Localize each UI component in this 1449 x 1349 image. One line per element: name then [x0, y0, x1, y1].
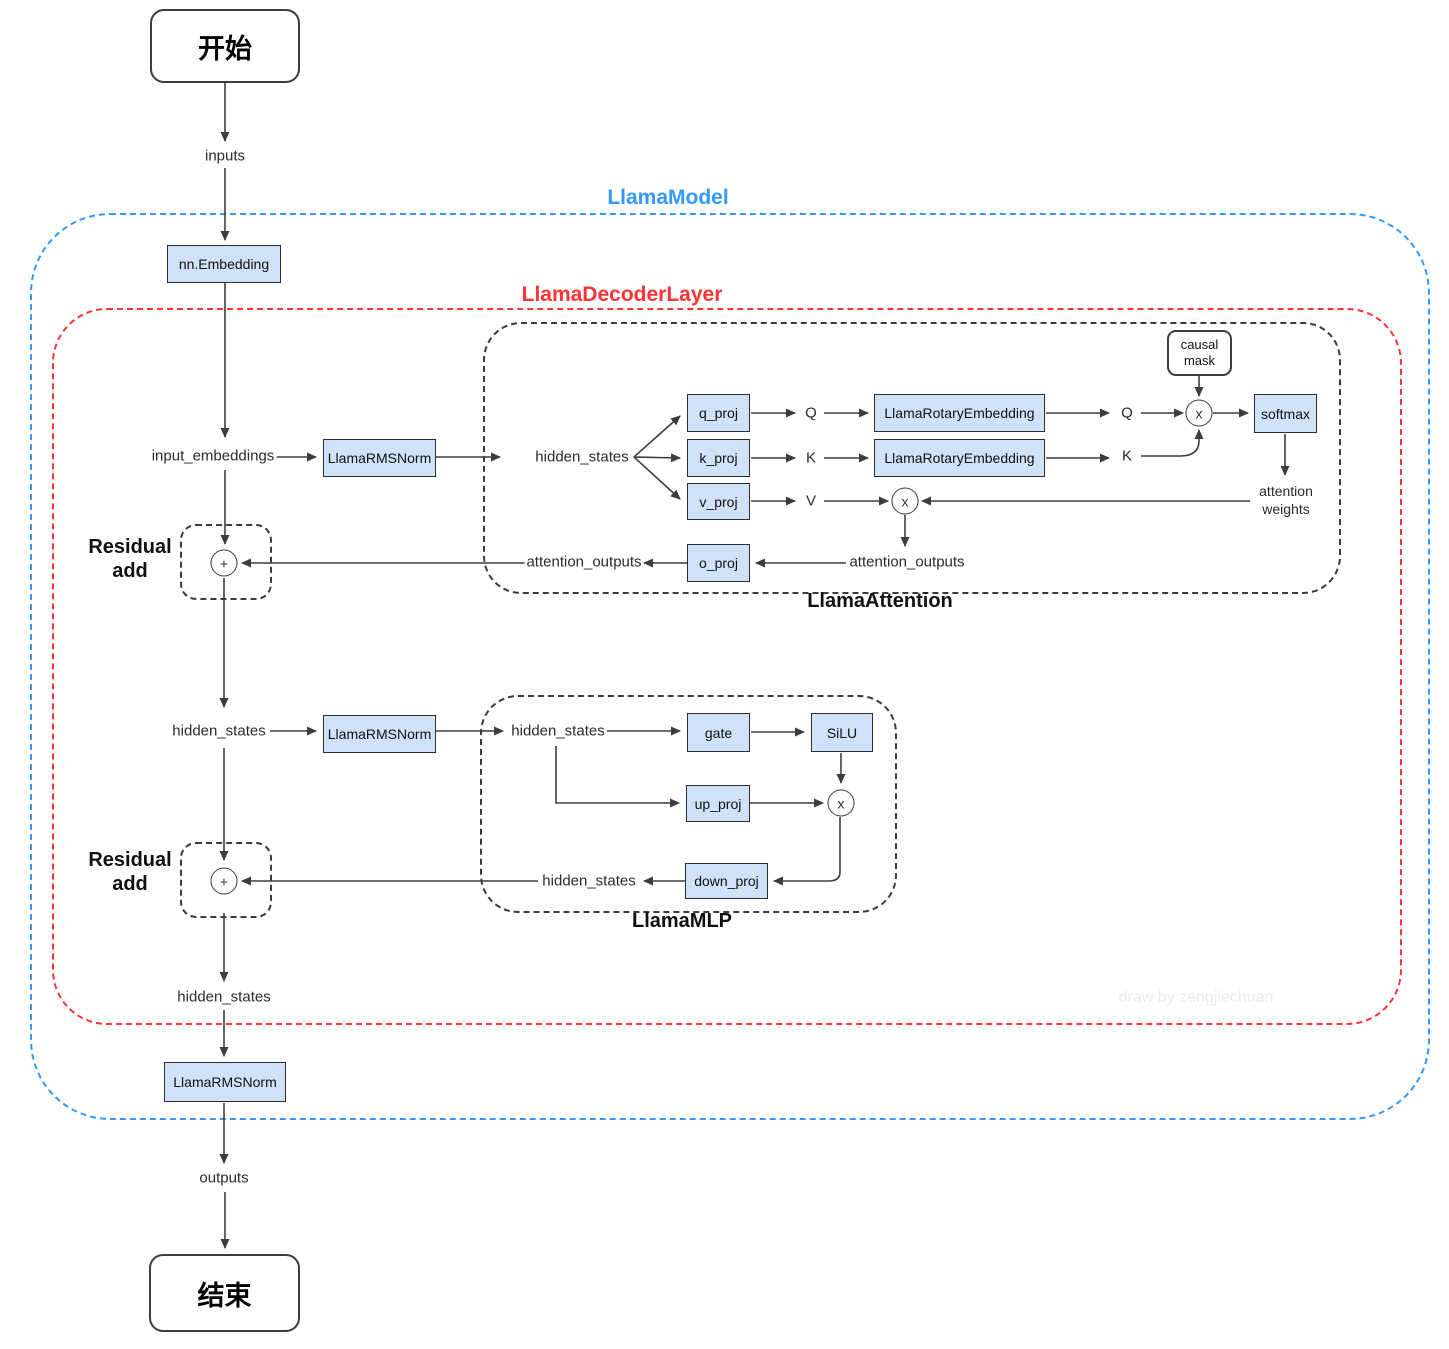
causal-mask-line2: mask [1183, 353, 1216, 368]
rmsnorm-node-1: LlamaRMSNorm [323, 439, 436, 477]
add-op-2: + [210, 867, 238, 895]
k-label-1: K [803, 449, 819, 467]
hidden-states-label-mlp-out: hidden_states [540, 872, 638, 890]
end-terminal: 结束 [149, 1254, 300, 1332]
q-label-2: Q [1119, 404, 1135, 422]
rmsnorm-node-2: LlamaRMSNorm [323, 715, 436, 753]
hidden-states-label-bottom: hidden_states [175, 988, 273, 1006]
causal-mask-node: causal mask [1167, 330, 1232, 376]
nn-embedding-node: nn.Embedding [167, 245, 281, 283]
silu-node: SiLU [811, 713, 873, 752]
residual-add-label-2: Residual add [88, 848, 171, 896]
gate-node: gate [687, 713, 750, 752]
residual-label-2-line2: add [112, 873, 148, 895]
residual-add-box-1 [180, 524, 272, 600]
residual-add-box-2 [180, 842, 272, 918]
o-proj-node: o_proj [687, 544, 750, 582]
attention-weights-line2: weights [1262, 501, 1310, 517]
causal-mask-line1: causal [1180, 336, 1219, 352]
residual-label-2-line1: Residual [88, 849, 172, 871]
q-proj-node: q_proj [687, 394, 750, 432]
up-proj-node: up_proj [686, 785, 750, 822]
inputs-label: inputs [202, 147, 248, 165]
v-label: V [803, 492, 819, 510]
multiply-op-v: x [891, 487, 919, 515]
outputs-label: outputs [197, 1169, 251, 1187]
llama-decoder-layer-title: LlamaDecoderLayer [521, 283, 723, 306]
rmsnorm-node-3: LlamaRMSNorm [164, 1062, 286, 1102]
softmax-node: softmax [1254, 394, 1317, 433]
down-proj-node: down_proj [685, 863, 768, 899]
start-terminal: 开始 [150, 9, 300, 83]
hidden-states-label-mlp-in: hidden_states [509, 722, 607, 740]
attention-weights-line1: attention [1259, 482, 1313, 499]
q-label-1: Q [803, 404, 819, 422]
residual-label-1-line1: Residual [88, 536, 172, 558]
attention-outputs-label-left: attention_outputs [524, 553, 644, 571]
llama-attention-container [483, 322, 1341, 594]
residual-add-label-1: Residual add [88, 535, 171, 583]
hidden-states-label-mid: hidden_states [170, 722, 268, 740]
rotary-embedding-node-1: LlamaRotaryEmbedding [874, 394, 1045, 432]
residual-label-1-line2: add [112, 560, 148, 582]
multiply-op-qk: x [1185, 399, 1213, 427]
k-proj-node: k_proj [687, 439, 750, 477]
llama-model-title: LlamaModel [607, 186, 729, 209]
watermark: draw by zengjiechuan [1118, 989, 1274, 1006]
v-proj-node: v_proj [687, 483, 750, 520]
llama-decoder-layer-container [52, 308, 1402, 1025]
llama-mlp-container [480, 695, 897, 913]
llama-attention-title: LlamaAttention [807, 590, 953, 612]
llama-mlp-title: LlamaMLP [631, 910, 733, 932]
hidden-states-label-attn-in: hidden_states [533, 448, 631, 466]
attention-weights-label: attention weights [1257, 482, 1315, 518]
attention-outputs-label-right: attention_outputs [847, 553, 967, 571]
llama-model-container [30, 213, 1430, 1120]
input-embeddings-label: input_embeddings [149, 447, 277, 465]
add-op-1: + [210, 549, 238, 577]
k-label-2: K [1119, 447, 1135, 465]
multiply-op-mlp: x [827, 789, 855, 817]
rotary-embedding-node-2: LlamaRotaryEmbedding [874, 439, 1045, 477]
